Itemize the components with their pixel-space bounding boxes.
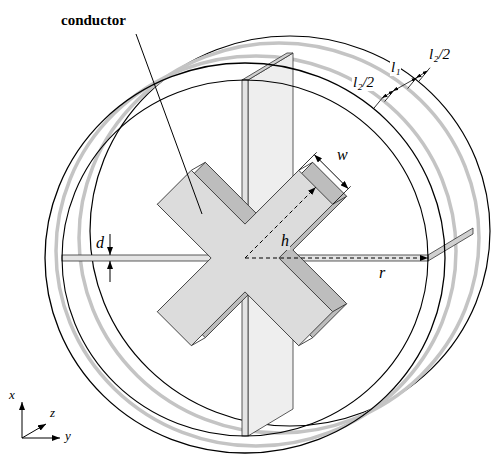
d-dimension bbox=[110, 234, 111, 255]
axis-label: z bbox=[49, 406, 56, 420]
r-dimension bbox=[245, 258, 428, 259]
axis-label: x bbox=[8, 388, 16, 402]
h-dimension bbox=[245, 187, 316, 258]
dimension-label: r bbox=[378, 264, 386, 282]
leader-line bbox=[136, 34, 202, 214]
dimension-label: l₁ bbox=[390, 59, 401, 76]
dimension-label: d bbox=[95, 234, 105, 252]
dimension-label: w bbox=[336, 146, 349, 164]
length-dimension bbox=[374, 68, 430, 109]
dimension-label: h bbox=[280, 232, 290, 250]
septum-cap bbox=[428, 228, 473, 261]
axis-label: y bbox=[64, 429, 72, 443]
dimension-label: l₂/2 bbox=[428, 46, 451, 63]
dimension-label: l₂/2 bbox=[352, 74, 375, 91]
conductor-edges bbox=[157, 162, 346, 345]
front-ring-inner bbox=[62, 80, 428, 436]
axes bbox=[22, 402, 60, 438]
d-dimension bbox=[110, 261, 111, 282]
front-ring-outer bbox=[45, 63, 445, 453]
part-name: conductor bbox=[60, 12, 127, 29]
